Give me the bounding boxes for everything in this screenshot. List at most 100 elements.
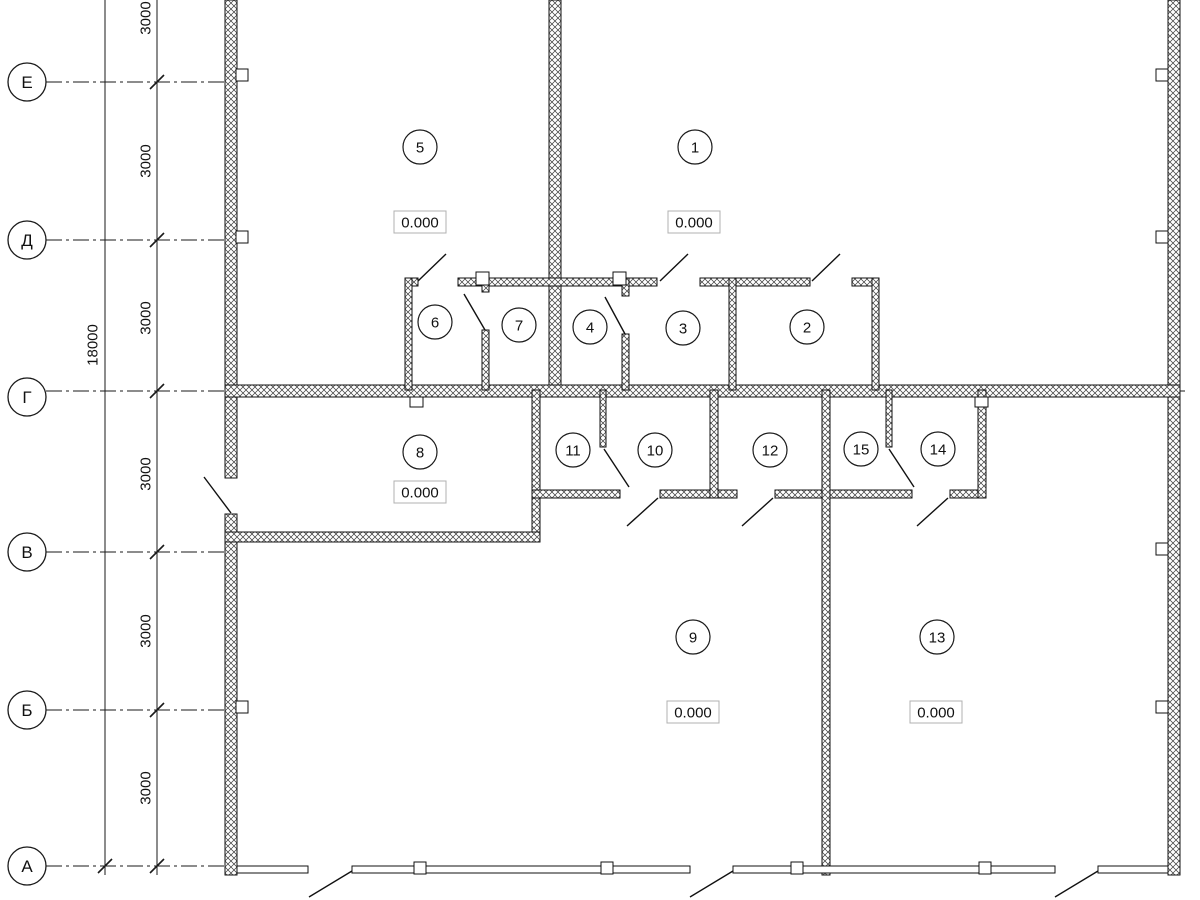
elevation-box	[666, 700, 720, 724]
room-bubble-14: 14	[920, 431, 956, 467]
room-circle	[789, 309, 825, 345]
wall-node-marker	[978, 861, 992, 875]
wall-exterior-left-upper	[224, 0, 238, 479]
door-swing-4-3	[604, 296, 626, 335]
axis-letter: В	[21, 543, 32, 562]
dim-label-segment-5: 3000	[137, 771, 154, 804]
wall-partition-room2-right	[871, 277, 880, 391]
axis-circle	[7, 220, 47, 260]
axis-bubble-v: В	[7, 532, 47, 572]
axis-grid	[46, 81, 1185, 867]
dim-label-segment-2: 3000	[137, 301, 154, 334]
room-bubble-15: 15	[843, 431, 879, 467]
dim-label-segment-1: 3000	[137, 144, 154, 177]
markers	[235, 68, 1169, 875]
elevation-box	[393, 210, 447, 234]
room-bubble-13: 13	[919, 619, 955, 655]
elevation-room1: 0.000	[667, 210, 721, 234]
elevation-value: 0.000	[401, 484, 439, 501]
elevation-box	[909, 700, 963, 724]
room-circle	[675, 619, 711, 655]
door-swing-left-wall	[203, 476, 232, 514]
doors	[203, 253, 1099, 898]
dim-label-segment-4: 3000	[137, 614, 154, 647]
room-number: 5	[416, 139, 424, 156]
wall-exterior-left-lower	[224, 513, 238, 876]
wall-node-marker	[600, 861, 614, 875]
axis-bubble-d: Д	[7, 220, 47, 260]
door-swing-room3	[659, 253, 689, 282]
room-circle	[402, 129, 438, 165]
axis-circle	[7, 62, 47, 102]
dim-label-segment-3: 3000	[137, 457, 154, 490]
axis-bubble-b: Б	[7, 690, 47, 730]
door-swing-room10	[603, 448, 630, 488]
door-swing-bottom-2	[689, 870, 734, 898]
wall-node-marker	[974, 396, 989, 408]
elevation-room13: 0.000	[909, 700, 963, 724]
dim-tick	[149, 232, 165, 248]
wall-band-top-segment	[699, 277, 811, 287]
room-bubble-11: 11	[555, 432, 591, 468]
door-swing-bottom-1	[308, 870, 353, 898]
room-circle	[920, 431, 956, 467]
window-strip	[351, 865, 691, 874]
wall-partition-6-7	[481, 329, 490, 391]
elevation-room9: 0.000	[666, 700, 720, 724]
wall-band-bottom-segment	[531, 489, 621, 499]
wall-node-marker	[409, 396, 424, 408]
wall-node-marker	[235, 700, 249, 714]
dimension-labels: 3000 3000 3000 3000 3000 3000 18000	[84, 1, 154, 804]
door-swing-room9-to-10	[626, 497, 659, 527]
wall-partition-3-2	[728, 277, 737, 391]
wall-partition-4-3	[621, 333, 630, 391]
wall-partition-11-10-stub	[599, 389, 607, 448]
wall-band-bottom-segment	[659, 489, 738, 499]
window-strip	[236, 865, 309, 874]
room-circle	[752, 432, 788, 468]
room-number: 14	[930, 441, 947, 458]
elevation-labels: 0.000 0.000 0.000 0.000 0.000	[393, 210, 963, 724]
wall-node-marker	[1155, 542, 1169, 556]
room-circle	[501, 307, 537, 343]
room-bubble-8: 8	[402, 434, 438, 470]
room-number: 12	[762, 442, 779, 459]
room-bubble-6: 6	[417, 304, 453, 340]
elevation-value: 0.000	[674, 704, 712, 721]
wall-exterior-right	[1167, 0, 1181, 876]
wall-partition-10-12	[709, 389, 719, 499]
room-bubble-9: 9	[675, 619, 711, 655]
axis-letter: Б	[21, 701, 32, 720]
wall-band-top-segment	[457, 277, 658, 287]
wall-node-marker	[413, 861, 427, 875]
room-number: 11	[565, 442, 581, 459]
room-number: 7	[515, 317, 523, 334]
room-bubble-4: 4	[572, 309, 608, 345]
wall-partition-room6-left	[404, 277, 413, 391]
axis-letter: Г	[22, 388, 31, 407]
room-circle	[572, 309, 608, 345]
wall-node-marker	[475, 271, 490, 286]
room-bubble-7: 7	[501, 307, 537, 343]
elevation-room8: 0.000	[393, 480, 447, 504]
dim-label-overall: 18000	[84, 324, 101, 366]
room-circle	[402, 434, 438, 470]
elevation-value: 0.000	[917, 704, 955, 721]
dim-tick	[149, 74, 165, 90]
axis-circle	[7, 846, 47, 886]
dim-tick	[149, 544, 165, 560]
door-swing-room13-to-14	[916, 497, 949, 527]
room-number: 4	[586, 319, 594, 336]
room-number: 9	[689, 629, 697, 646]
dim-tick	[149, 858, 165, 874]
dim-tick	[149, 383, 165, 399]
axis-circle	[7, 690, 47, 730]
walls	[224, 0, 1181, 876]
room-bubble-1: 1	[677, 129, 713, 165]
elevation-box	[667, 210, 721, 234]
door-swing-room6	[417, 253, 447, 282]
elevation-box	[393, 480, 447, 504]
axis-letter: Е	[21, 73, 32, 92]
room-number: 2	[803, 319, 811, 336]
